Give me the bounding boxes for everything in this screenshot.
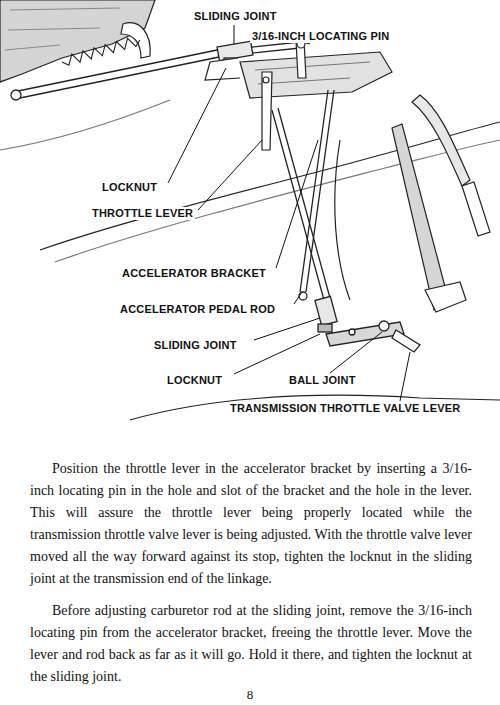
part-label: BALL JOINT bbox=[287, 374, 358, 387]
part-label: ACCELERATOR BRACKET bbox=[120, 267, 268, 280]
paragraph: Position the throttle lever in the accel… bbox=[30, 458, 472, 590]
accelerator-pedal bbox=[392, 95, 490, 312]
accelerator-pedal-rod bbox=[299, 90, 334, 300]
part-label: LOCKNUT bbox=[165, 374, 224, 387]
spring-coil bbox=[62, 38, 140, 65]
return-spring bbox=[62, 38, 140, 65]
part-label: SLIDING JOINT bbox=[192, 10, 279, 23]
page-number: 8 bbox=[247, 687, 254, 703]
part-label: TRANSMISSION THROTTLE VALVE LEVER bbox=[228, 402, 462, 415]
linkage-illustration bbox=[0, 0, 500, 440]
throttle-lever bbox=[262, 72, 272, 150]
part-label: THROTTLE LEVER bbox=[90, 207, 195, 220]
part-label: LOCKNUT bbox=[100, 181, 159, 194]
part-label: ACCELERATOR PEDAL ROD bbox=[118, 303, 277, 316]
part-label: SLIDING JOINT bbox=[152, 339, 239, 352]
paragraph: Before adjusting carburetor rod at the s… bbox=[30, 600, 472, 688]
part-label: 3/16-INCH LOCATING PIN bbox=[250, 30, 391, 43]
accelerator-bracket bbox=[205, 40, 392, 98]
engine-carburetor bbox=[0, 0, 155, 82]
floor-and-toe-board bbox=[0, 100, 500, 420]
transmission-linkage bbox=[272, 108, 420, 352]
